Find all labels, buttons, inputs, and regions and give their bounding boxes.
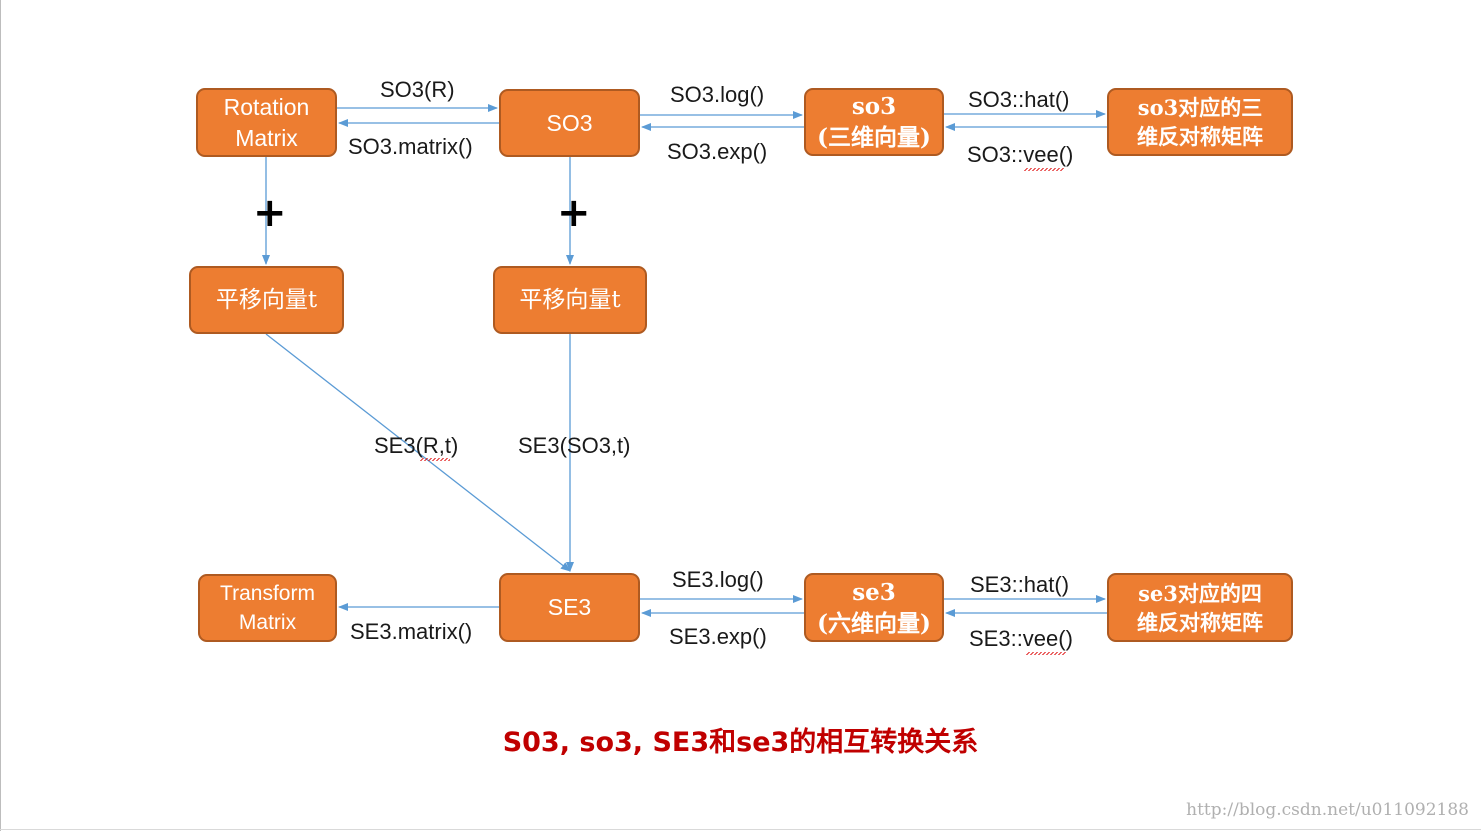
node-line: se3对应的四 xyxy=(1138,580,1262,606)
bottom-border xyxy=(0,829,1481,830)
label-so3-exp: SO3.exp() xyxy=(667,139,768,164)
node-line: Matrix xyxy=(238,611,297,634)
node-se3-algebra: se3 (六维向量) xyxy=(804,573,944,642)
spellcheck-squiggle xyxy=(1026,652,1066,655)
node-line: (三维向量) xyxy=(817,124,931,151)
node-so3-group: SO3 xyxy=(499,89,640,157)
label-so3-vee: SO3::vee() xyxy=(967,142,1074,167)
node-so3-skew-matrix: so3对应的三 维反对称矩阵 xyxy=(1107,88,1293,156)
node-se3-group: SE3 xyxy=(499,573,640,642)
node-line: 维反对称矩阵 xyxy=(1137,609,1263,635)
node-line: 维反对称矩阵 xyxy=(1137,124,1263,149)
node-se3-skew-matrix: se3对应的四 维反对称矩阵 xyxy=(1107,573,1293,642)
node-line: Transform xyxy=(220,582,315,605)
node-rotation-matrix: Rotation Matrix xyxy=(196,88,337,157)
watermark: http://blog.csdn.net/u011092188 xyxy=(1186,800,1469,820)
label-se3-vee: SE3::vee() xyxy=(969,626,1073,651)
label-se3-exp: SE3.exp() xyxy=(669,624,767,649)
node-line: 平移向量t xyxy=(519,286,621,313)
label-se3-from-so3t: SE3(SO3,t) xyxy=(518,433,631,458)
label-se3-hat: SE3::hat() xyxy=(970,572,1070,597)
node-translation-right: 平移向量t xyxy=(493,266,647,334)
edge-trans-left-to-se3 xyxy=(265,333,571,572)
node-line: se3 xyxy=(852,578,896,606)
node-line: Matrix xyxy=(235,124,298,151)
label-se3-to-matrix: SE3.matrix() xyxy=(350,619,473,644)
node-line: so3 xyxy=(851,93,897,120)
plus-sign-right: + xyxy=(557,190,591,236)
plus-sign-left: + xyxy=(253,190,287,236)
node-line: Rotation xyxy=(223,93,310,120)
node-line: SE3 xyxy=(547,594,592,620)
node-so3-algebra: so3 (三维向量) xyxy=(804,88,944,156)
node-line: SO3 xyxy=(546,109,593,136)
node-line: 平移向量t xyxy=(215,286,318,313)
node-line: so3对应的三 xyxy=(1137,95,1263,120)
label-se3-log: SE3.log() xyxy=(672,567,764,592)
label-so3-log: SO3.log() xyxy=(670,82,765,107)
left-border xyxy=(0,0,1,831)
diagram-caption: S03, so3, SE3和se3的相互转换关系 xyxy=(502,727,979,758)
spellcheck-squiggle xyxy=(1024,168,1064,171)
label-so3-hat: SO3::hat() xyxy=(968,87,1070,112)
node-translation-left: 平移向量t xyxy=(189,266,344,334)
node-line: (六维向量) xyxy=(817,609,931,637)
label-se3-from-rt: SE3(R,t) xyxy=(374,433,459,458)
label-so3-to-matrix: SO3.matrix() xyxy=(348,134,473,159)
node-transform-matrix: Transform Matrix xyxy=(198,574,337,642)
spellcheck-squiggle xyxy=(420,458,450,461)
label-so3-from-matrix: SO3(R) xyxy=(380,77,455,102)
